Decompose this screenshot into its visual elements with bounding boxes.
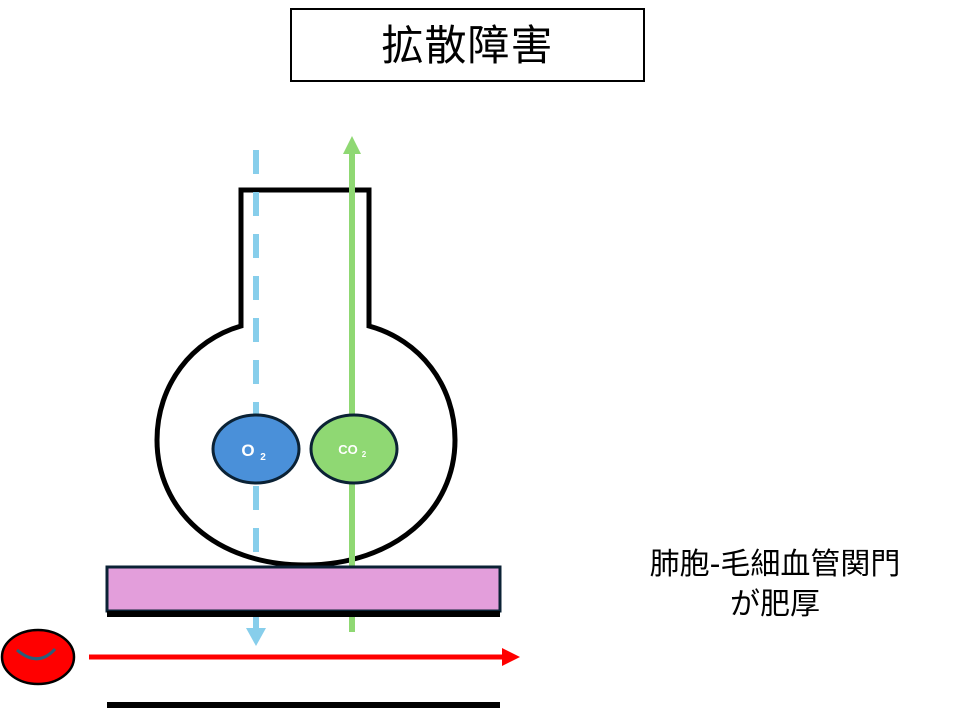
caption-line-1: 肺胞-毛細血管関門 [649,547,901,582]
co2-arrowhead [343,136,361,154]
co2-subscript: 2 [362,450,367,459]
blood-flow-arrowhead [502,648,520,666]
red-blood-cell [0,628,76,686]
o2-arrowhead [246,628,266,646]
thickened-membrane [105,565,502,613]
capillary-wall-top [107,611,500,617]
red-blood-cell-dimple [16,647,57,661]
caption-line-2: が肥厚 [730,587,820,622]
o2-label: O [241,441,254,460]
caption: 肺胞-毛細血管関門 が肥厚 [600,545,950,625]
co2-molecule [309,413,399,485]
capillary-wall-bottom [107,702,500,708]
alveolus-outline [154,187,458,568]
co2-label: CO [338,442,358,457]
title-box: 拡散障害 [290,8,645,82]
o2-subscript: 2 [260,452,266,463]
o2-molecule [211,413,301,485]
title-text: 拡散障害 [381,20,554,70]
